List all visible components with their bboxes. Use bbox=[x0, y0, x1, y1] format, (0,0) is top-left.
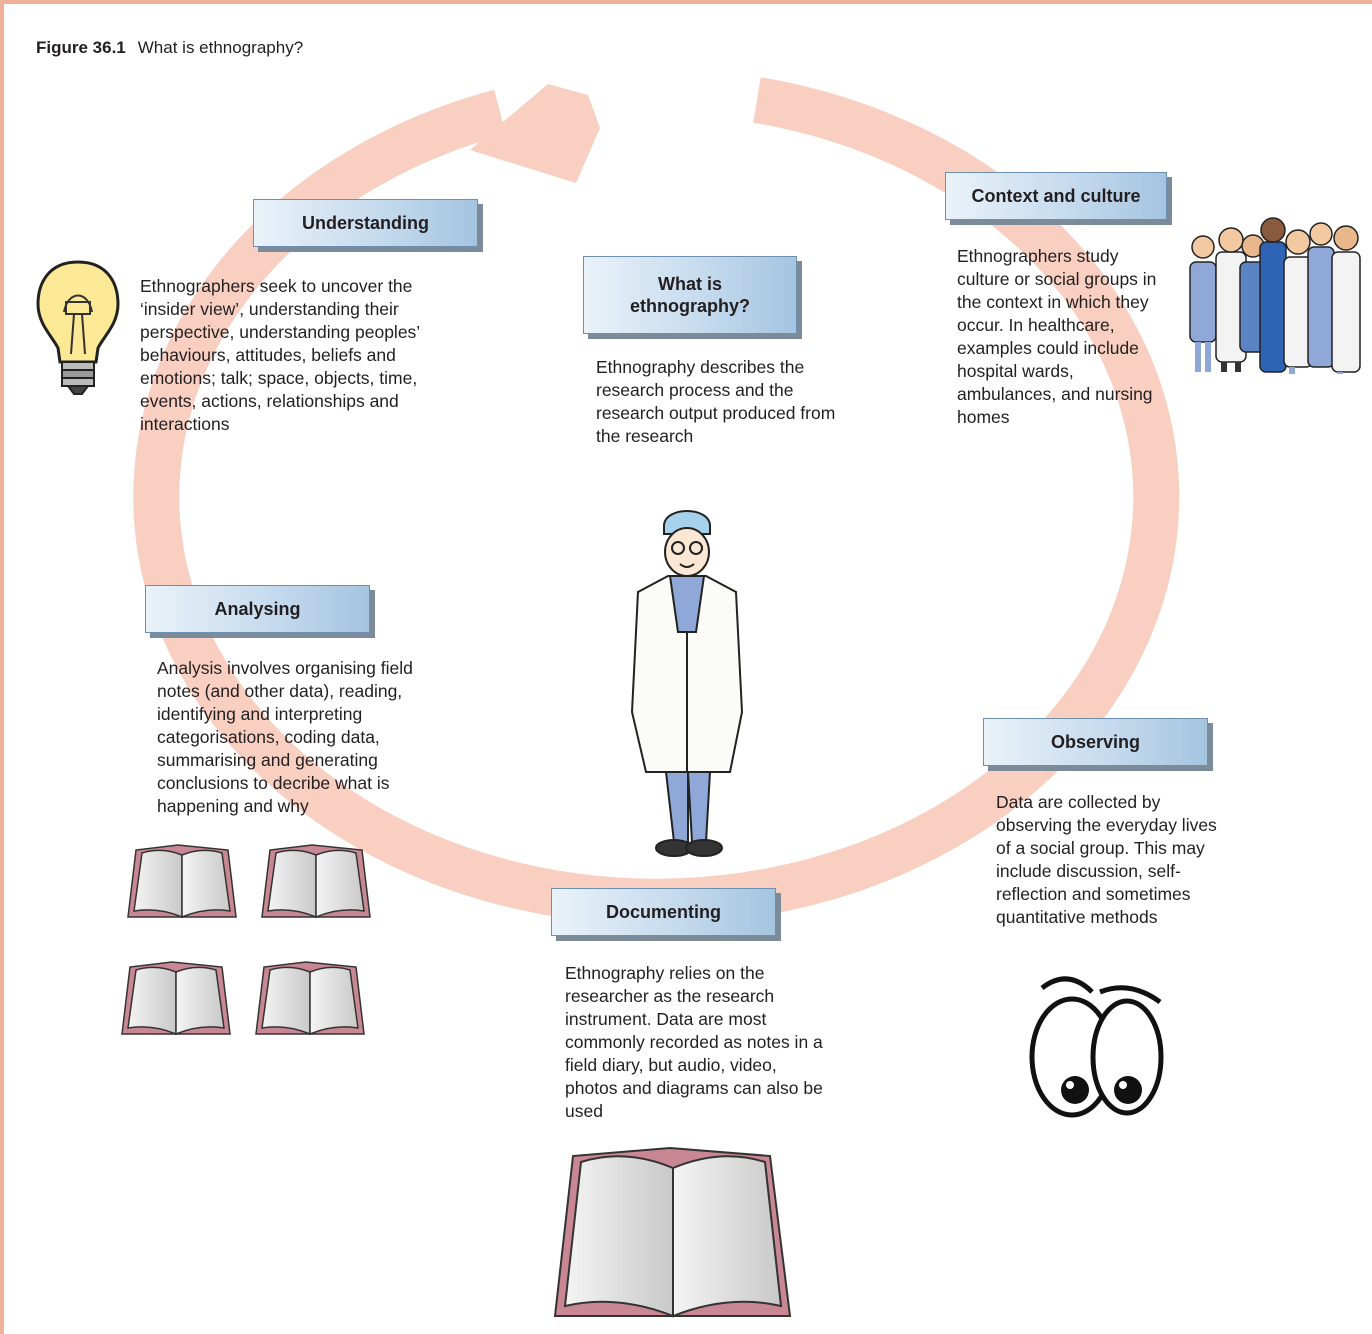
observing-heading: Observing bbox=[983, 718, 1208, 766]
figure-title: Figure 36.1 What is ethnography? bbox=[36, 38, 303, 58]
light-bulb-icon bbox=[36, 260, 120, 395]
healthcare-staff-group bbox=[1189, 217, 1361, 374]
understanding-heading: Understanding bbox=[253, 199, 478, 247]
context-heading: Context and culture bbox=[945, 172, 1167, 220]
context-text: Ethnographers study culture or social gr… bbox=[957, 246, 1157, 427]
center-heading: What is ethnography? bbox=[583, 256, 797, 334]
cycle-arrowhead-tip bbox=[548, 84, 600, 128]
center-text: Ethnography describes the research proce… bbox=[596, 357, 836, 446]
analysing-heading: Analysing bbox=[145, 585, 370, 633]
documenting-heading: Documenting bbox=[551, 888, 776, 936]
observing-text: Data are collected by observing the ever… bbox=[996, 792, 1217, 927]
analysing-text: Analysis involves organising field notes… bbox=[157, 658, 413, 816]
figure-number: Figure 36.1 bbox=[36, 38, 126, 57]
open-book-icon bbox=[553, 1146, 792, 1318]
figure-caption: What is ethnography? bbox=[137, 38, 304, 57]
documenting-text: Ethnography relies on the researcher as … bbox=[565, 963, 823, 1121]
books-icon bbox=[121, 844, 371, 1036]
understanding-text: Ethnographers seek to uncover the ‘insid… bbox=[140, 276, 420, 434]
researcher-figure bbox=[630, 510, 744, 857]
cycle-arrowhead bbox=[470, 84, 600, 183]
eyes-icon bbox=[1029, 976, 1164, 1118]
